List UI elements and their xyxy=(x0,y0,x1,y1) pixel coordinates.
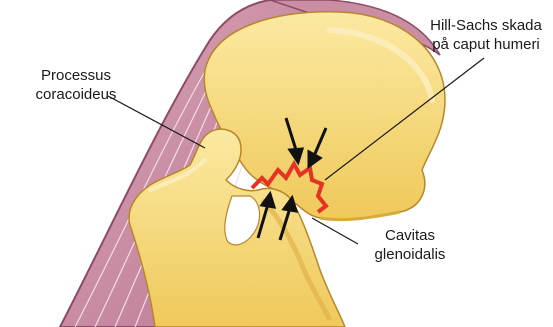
label-glenoid-cavity: Cavitas glenoidalis xyxy=(360,226,460,264)
label-coracoid-line2: coracoideus xyxy=(18,85,134,104)
label-hill-sachs-line2: på caput humeri xyxy=(423,35,549,54)
label-coracoid-process: Processus coracoideus xyxy=(18,66,134,104)
label-glenoid-line1: Cavitas xyxy=(360,226,460,245)
leader-line-glenoid xyxy=(312,218,358,244)
label-coracoid-line1: Processus xyxy=(18,66,134,85)
label-hill-sachs-lesion: Hill-Sachs skada på caput humeri xyxy=(423,16,549,54)
label-hill-sachs-line1: Hill-Sachs skada xyxy=(423,16,549,35)
label-glenoid-line2: glenoidalis xyxy=(360,245,460,264)
